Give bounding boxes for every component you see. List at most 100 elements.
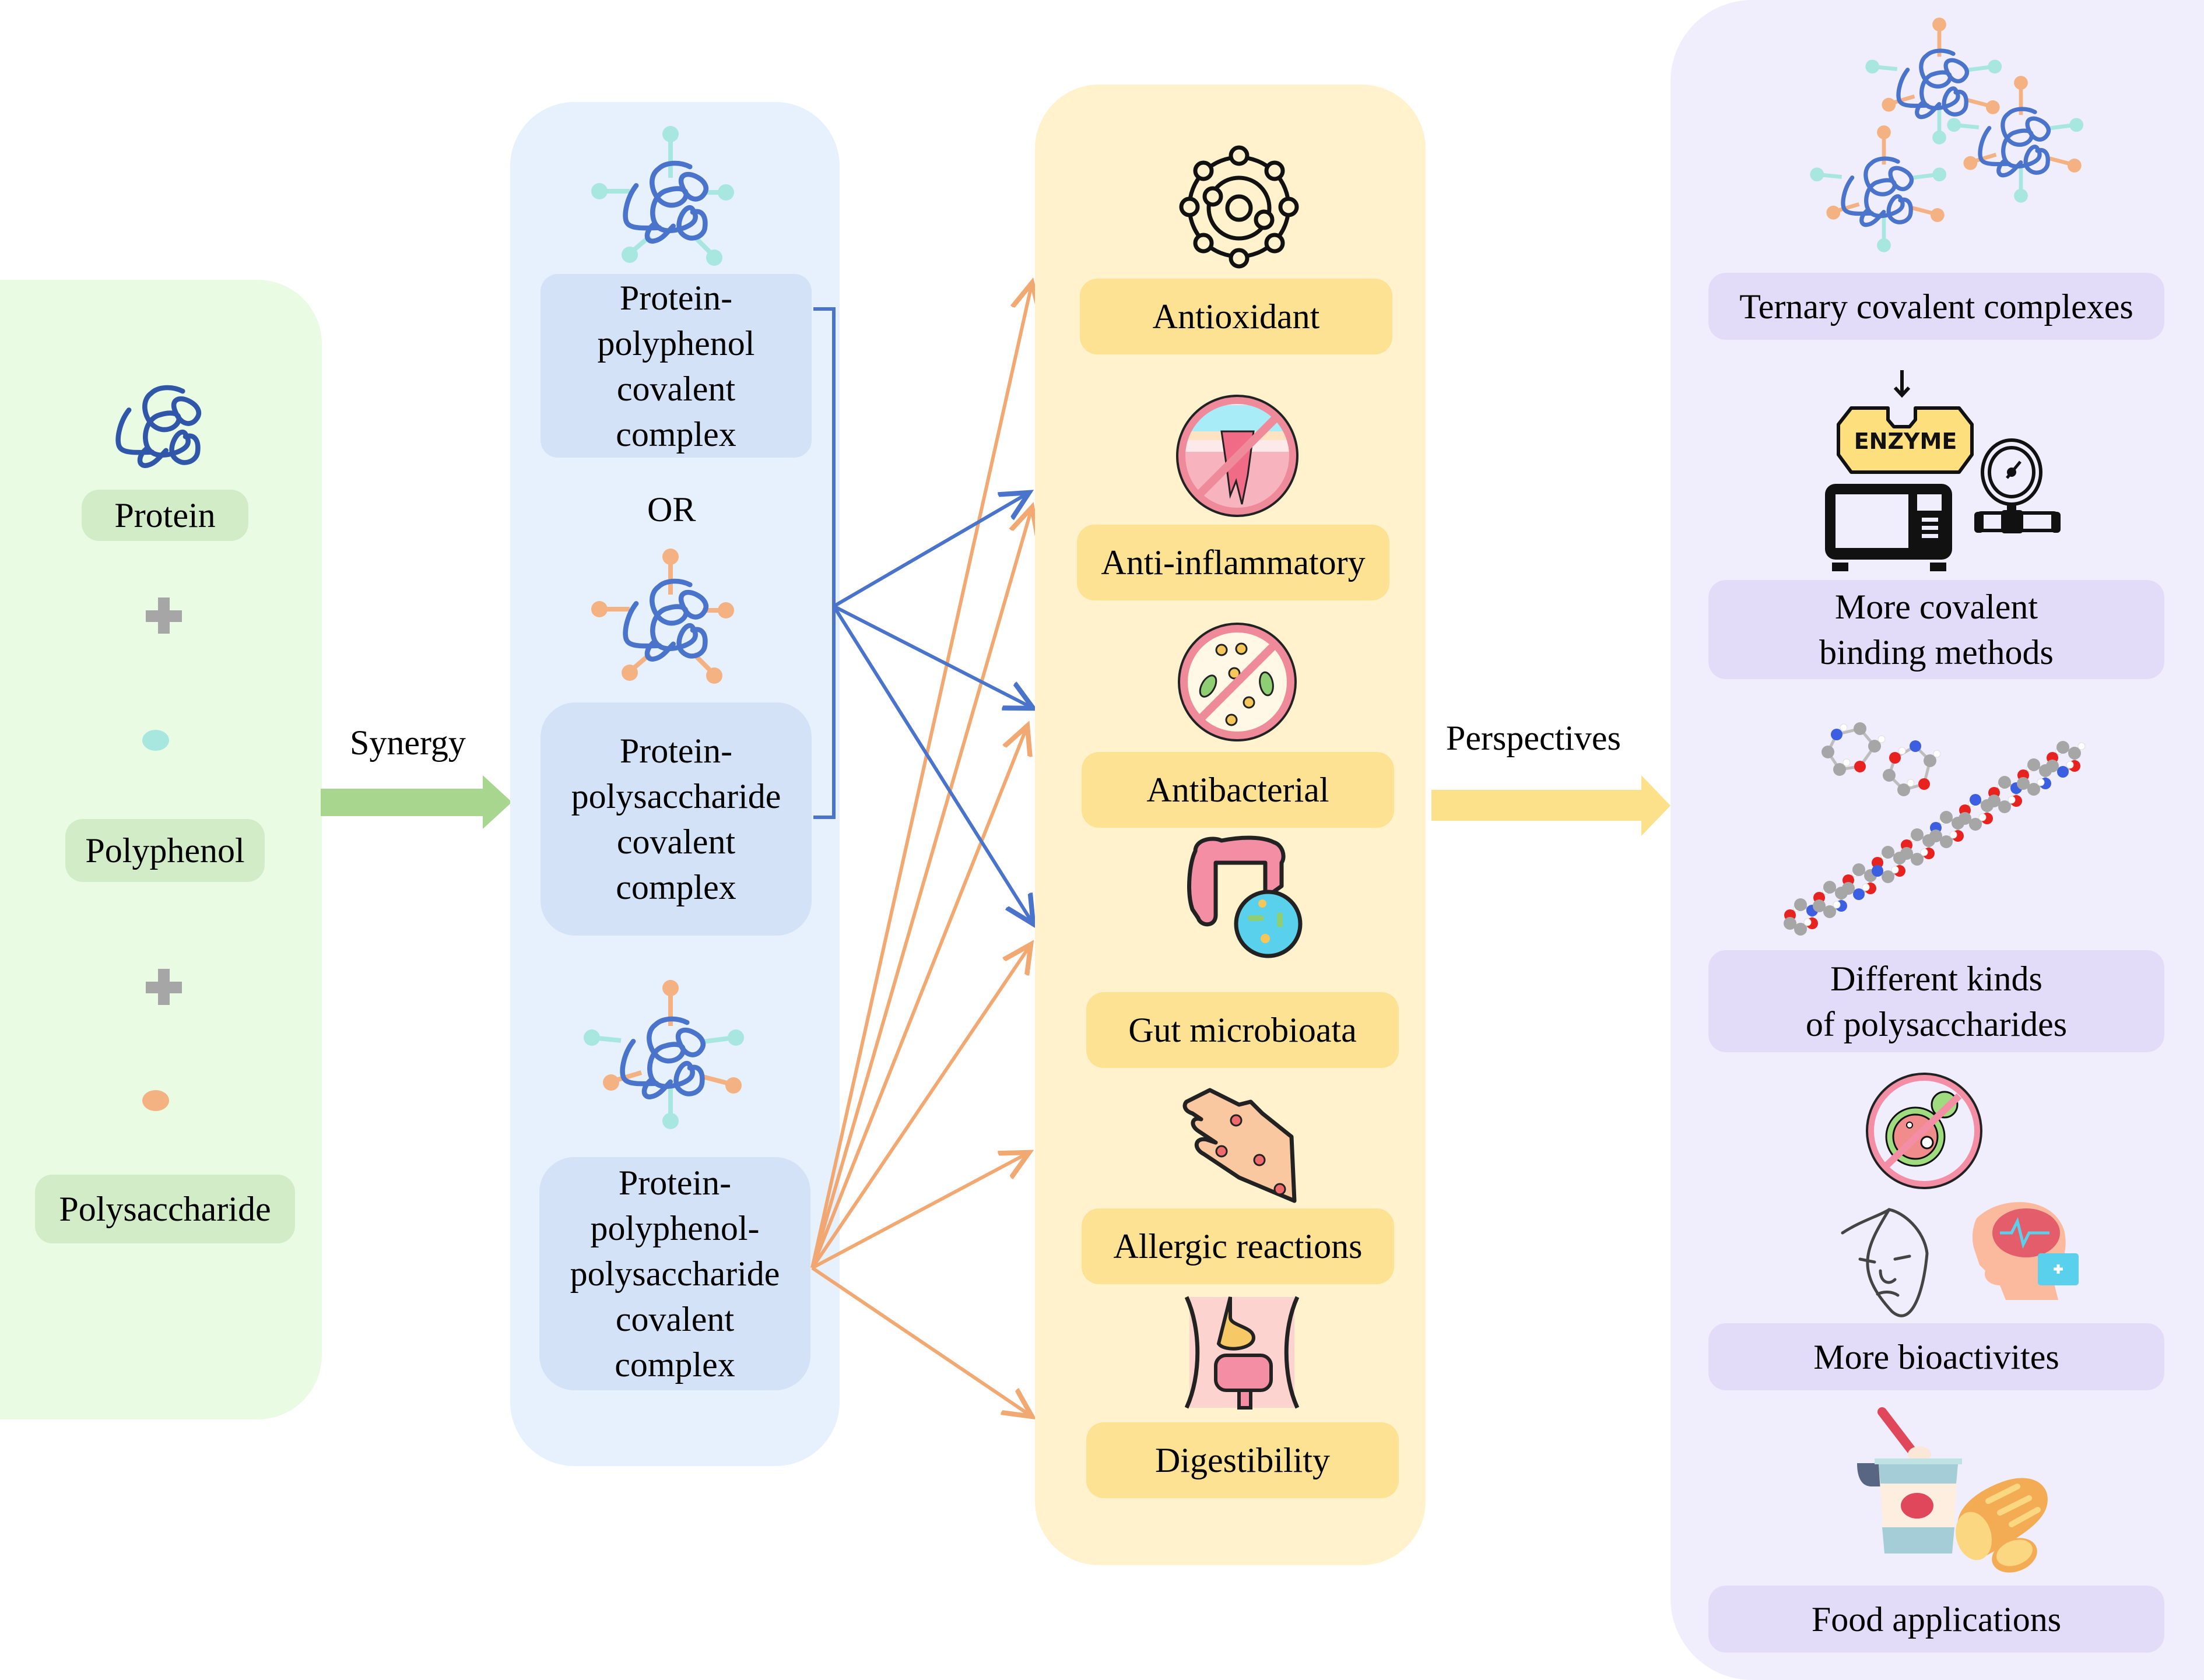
no-inflammation-icon [1176, 395, 1298, 517]
carbon-atom [1998, 776, 2011, 789]
hydrogen-atom [1898, 747, 1906, 755]
label-line: Ternary covalent complexes [1739, 287, 2133, 326]
function-label-antioxidant: Antioxidant [1080, 279, 1392, 354]
hydrogen-atom [2066, 761, 2074, 769]
nitrogen-atom [1831, 729, 1842, 740]
label-line: covalent [616, 823, 736, 861]
oxygen-atom [1854, 761, 1866, 772]
orange-arrow-antibacterial [810, 726, 1027, 1269]
hydrogen-atom [1877, 735, 1886, 743]
perspectives-label: Perspectives [1446, 719, 1621, 757]
function-label-gut-microbiota: Gut microbioata [1086, 992, 1399, 1068]
perspective-label-binding-methods: More covalent binding methods [1708, 580, 2164, 679]
protein-polyphenol-complex-label: Protein- polyphenol covalent complex [541, 274, 812, 458]
carbon-atom [1854, 722, 1866, 735]
bioactivity-icon [1841, 1073, 2079, 1317]
nitrogen-atom [1853, 888, 1865, 900]
carbon-atom [1852, 863, 1865, 876]
bread-icon [1956, 1478, 2048, 1573]
carbon-atom [1924, 754, 1936, 767]
label-line: complex [616, 868, 736, 906]
label-line: polyphenol [597, 324, 755, 363]
or-label: OR [647, 490, 696, 529]
perspective-label-polysaccharides: Different kinds of polysaccharides [1708, 950, 2164, 1052]
oxygen-atom [1918, 778, 1930, 790]
carbon-atom [1822, 746, 1834, 758]
function-label-anti-inflammatory: Anti-inflammatory [1077, 525, 1389, 600]
nitrogen-atom [2057, 766, 2069, 778]
hydrogen-atom [1833, 901, 1841, 909]
nitrogen-atom [1910, 740, 1921, 752]
carbon-atom [1969, 818, 1982, 831]
carbon-atom [1897, 783, 1910, 796]
carbon-atom [2027, 783, 2040, 796]
carbon-atom [1900, 847, 1913, 860]
no-virus-icon [1866, 1073, 1982, 1189]
carbon-atom [2046, 760, 2059, 772]
hydrogen-atom [1907, 779, 1915, 787]
label-line: Protein- [619, 732, 733, 770]
carbon-atom [2017, 777, 2030, 790]
carbon-atom [1823, 905, 1836, 918]
carbon-atom [2068, 747, 2081, 760]
synergy-arrow [321, 775, 512, 829]
oxygen-atom [1872, 857, 1883, 869]
aging-face-icon [1841, 1208, 1929, 1317]
carbon-atom [1784, 917, 1796, 930]
hydrogen-atom [2077, 742, 2086, 750]
hydrogen-atom [2008, 796, 2016, 804]
no-bacteria-icon [1178, 623, 1297, 741]
blue-arrow-gut [832, 605, 1033, 924]
label-line: Protein- [618, 1164, 732, 1202]
perspective-label-bioactivities: More bioactivites [1708, 1323, 2164, 1390]
label-line: covalent [615, 1300, 735, 1338]
perspectives-arrow [1431, 775, 1670, 836]
carbon-atom [1911, 853, 1924, 866]
yogurt-bread-icon [1857, 1407, 2048, 1573]
antioxidant-molecule-icon [1179, 145, 1299, 269]
brain-health-icon [1972, 1202, 2079, 1300]
blue-arrow-anti-inflammatory [833, 493, 1029, 608]
label-line: covalent [616, 369, 736, 408]
label-line: More covalent [1834, 588, 2038, 626]
hydrogen-atom [1920, 848, 1928, 856]
hydrogen-atom [1891, 866, 1899, 874]
carbon-atom [1940, 811, 1953, 824]
perspective-label-food: Food applications [1708, 1586, 2164, 1653]
carbon-atom [1940, 835, 1953, 848]
carbon-atom [1998, 800, 2011, 813]
label-line: complex [616, 414, 736, 454]
oxygen-atom [1889, 752, 1901, 764]
label-line: polysaccharide [570, 1254, 780, 1293]
protein-polysaccharide-complex-icon [591, 549, 734, 684]
carbon-atom [1842, 882, 1855, 895]
bracket [813, 307, 836, 819]
carbon-atom [1959, 812, 1971, 825]
carbon-atom [1929, 830, 1942, 842]
hydrogen-atom [1933, 750, 1941, 758]
hydrogen-atom [1842, 758, 1851, 767]
hydrogen-atom [1862, 883, 1870, 891]
orange-arrow-gut [810, 944, 1031, 1269]
polyphenol-dot-icon [142, 730, 169, 751]
carbon-atom [1868, 740, 1881, 753]
carbon-atom [1794, 923, 1807, 936]
label-line: More bioactivites [1813, 1337, 2059, 1376]
carbon-atom [1882, 870, 1894, 883]
ternary-complexes-icon [1810, 17, 2084, 252]
carbon-atom [2027, 758, 2040, 771]
label-line: Food applications [1811, 1600, 2062, 1639]
hydrogen-atom [1978, 813, 1987, 821]
protein-label: Protein [82, 490, 248, 541]
carbon-atom [1883, 769, 1896, 782]
plus-icon [146, 598, 182, 634]
label-line: Protein- [619, 278, 733, 317]
ternary-complex-label: Protein- polyphenol- polysaccharide cova… [539, 1157, 810, 1390]
digestive-system-icon [1184, 1296, 1300, 1410]
hydrogen-atom [1803, 918, 1812, 926]
orange-arrow-antioxidant [810, 283, 1032, 1268]
polyphenol-label: Polyphenol [65, 819, 265, 882]
carbon-atom [1823, 881, 1836, 894]
perspective-label-ternary: Ternary covalent complexes [1708, 273, 2164, 340]
polysaccharide-molecule-icon [1784, 722, 2086, 936]
